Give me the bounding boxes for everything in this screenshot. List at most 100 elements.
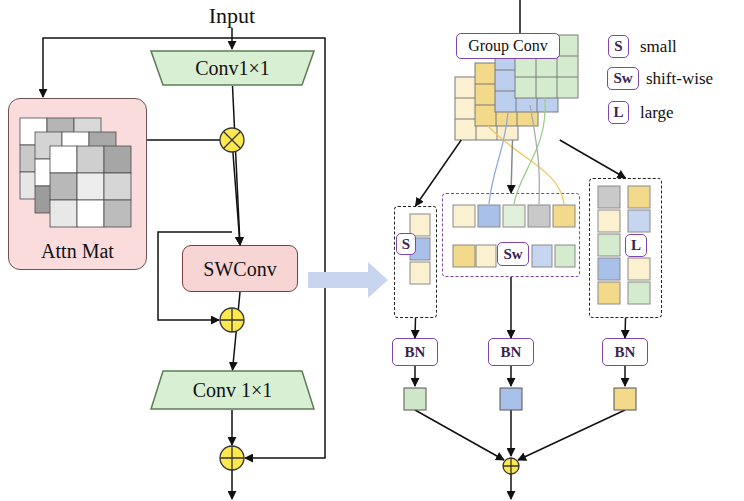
matrix-cell [104, 173, 131, 200]
node-label: Conv1×1 [150, 50, 315, 86]
kernel-cell [598, 234, 620, 256]
matrix-cell [77, 173, 104, 200]
kernel-cell [598, 258, 620, 280]
node-label: L [609, 102, 628, 123]
connector-arrow [511, 140, 513, 193]
large-kernel-group: L [589, 178, 662, 318]
connector-arrow [416, 140, 462, 206]
node-label: BN [489, 339, 533, 365]
bn-output-wire [510, 366, 512, 386]
batch-norm-box: BN [392, 338, 438, 366]
node-label: SWConv [183, 246, 297, 291]
matrix-cell [35, 132, 62, 159]
merge-wire [415, 410, 504, 460]
shift-wise-group: Sw [442, 193, 580, 277]
kernel-cell [410, 262, 430, 284]
matrix-cell [50, 173, 77, 200]
shift-curve [489, 112, 508, 204]
matrix-cell [20, 172, 47, 199]
shift-curve [530, 105, 539, 204]
kernel-cell [598, 282, 620, 304]
matrix-cell [35, 159, 62, 186]
matrix-cell [74, 118, 101, 145]
output-square [404, 388, 426, 410]
matrix-cell [77, 200, 104, 227]
kernel-cell [628, 186, 650, 208]
conv-block: Conv1×1 [150, 50, 315, 86]
legend-text: shift-wise [646, 69, 713, 89]
matrix-cell [47, 118, 74, 145]
matrix-cell [50, 200, 77, 227]
output-wire [510, 474, 512, 499]
kernel-cell [478, 205, 500, 227]
node-label: BN [393, 339, 437, 365]
matrix-cell [74, 172, 101, 199]
multiply-symbol [220, 128, 244, 152]
shift-curve [488, 126, 564, 204]
matrix-cell [50, 146, 77, 173]
group-conv-block: Group Conv [445, 30, 580, 140]
kernel-cell [598, 186, 620, 208]
legend-badge: Sw [607, 67, 639, 90]
matrix-cell [104, 146, 131, 173]
matrix-cell [47, 172, 74, 199]
matrix-cell [74, 145, 101, 172]
matrix-cell [104, 200, 131, 227]
batch-norm-box: BN [602, 338, 648, 366]
kernel-cell [453, 205, 475, 227]
output-square [500, 388, 522, 410]
legend-entry: large [640, 101, 674, 124]
kernel-cell [598, 210, 620, 232]
sum-wire [231, 410, 233, 445]
bn-output-wire [414, 366, 416, 386]
node-label: Conv 1×1 [150, 370, 315, 410]
legend-badge: L [608, 101, 629, 124]
matrix-cell [89, 159, 116, 186]
matrix-cell [47, 145, 74, 172]
connector-arrow [233, 86, 241, 245]
node-label: Sw [497, 242, 529, 266]
batch-norm-box: BN [488, 338, 534, 366]
add-cross [220, 308, 244, 332]
matrix-cell [89, 186, 116, 213]
kernel-cell [553, 205, 575, 227]
input-label: Input [192, 3, 272, 29]
small-kernel-group: S [394, 206, 437, 318]
legend-text: small [640, 37, 677, 57]
kernel-cell [628, 258, 650, 280]
kernel-cell [532, 245, 552, 267]
kernel-cell [503, 205, 525, 227]
kernel-cell [628, 282, 650, 304]
matrix-cell [20, 145, 47, 172]
shift-curve [514, 98, 545, 204]
connector-arrow [624, 318, 626, 338]
merge-wire [518, 410, 625, 460]
add-symbol [220, 308, 244, 332]
output-wire [231, 470, 233, 499]
swconv-box: SWConv [182, 245, 298, 292]
expand-arrow [308, 262, 388, 298]
kernel-cell [528, 205, 550, 227]
edge-group [147, 86, 626, 370]
matrix-cell [62, 186, 89, 213]
trapezoid-shape [151, 371, 314, 409]
attention-grid [20, 118, 131, 227]
matrix-cell [62, 159, 89, 186]
legend-text: large [640, 103, 674, 123]
legend-entry: shift-wise [646, 67, 713, 90]
connector-arrow [233, 292, 241, 370]
input-wire [519, 0, 521, 35]
matrix-cell [62, 132, 89, 159]
node-label: Sw [608, 68, 638, 89]
add-cross [503, 458, 519, 474]
add-symbol [220, 446, 244, 470]
legend-entry: small [640, 35, 677, 58]
connector-arrow [414, 318, 416, 338]
node-label: Attn Mat [9, 99, 146, 269]
kernel-cell [476, 245, 496, 267]
node-label: S [609, 36, 628, 57]
conv-block: Conv 1×1 [150, 370, 315, 410]
connector-arrow [510, 277, 512, 338]
multiply-cross [224, 132, 241, 149]
